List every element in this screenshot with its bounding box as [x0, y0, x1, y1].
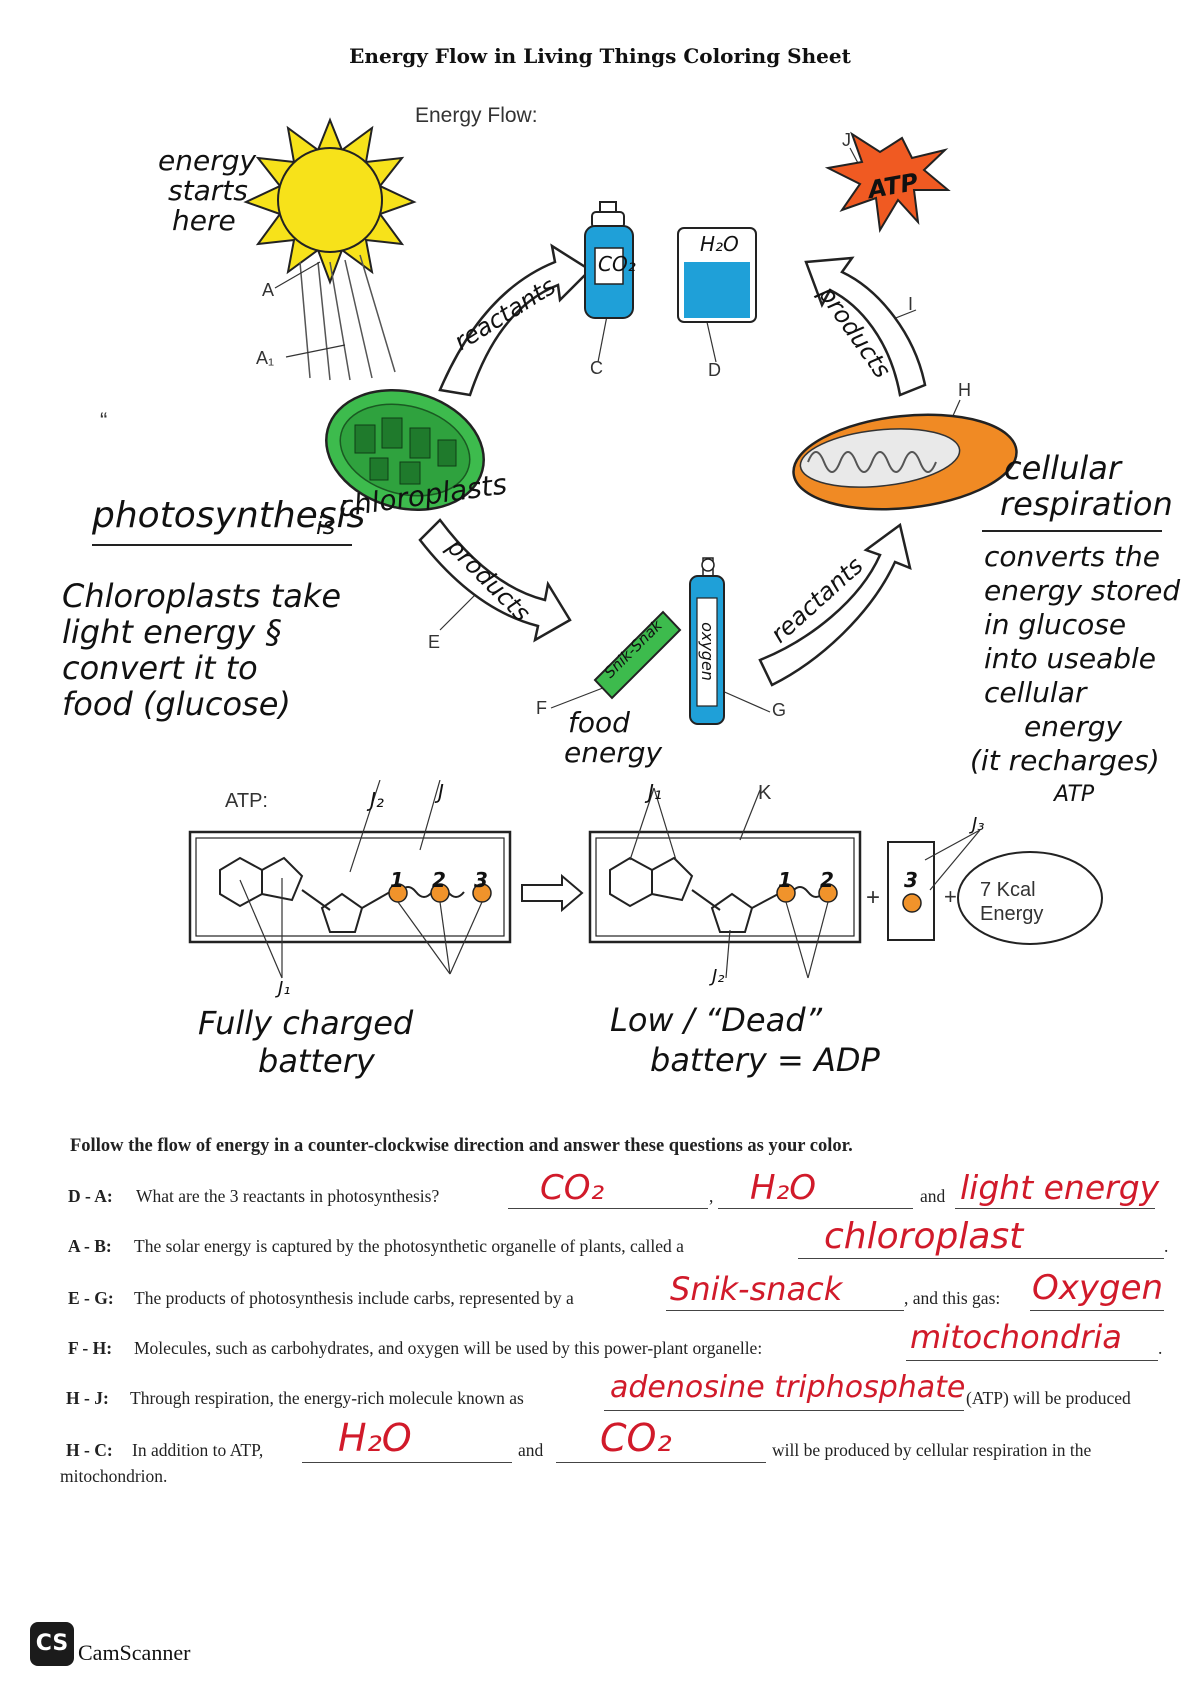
label-e: E	[428, 632, 441, 652]
answer-product-2[interactable]: CO₂	[600, 1416, 672, 1460]
energy-flow-diagram	[243, 117, 1018, 725]
food-energy-note: food energy	[564, 706, 663, 769]
energy-label: 7 Kcal Energy	[980, 879, 1044, 925]
label-j-top: J	[842, 130, 851, 150]
respiration-underline	[982, 530, 1162, 532]
energy-flow-label: Energy Flow:	[415, 104, 538, 127]
h2o-beaker-icon	[677, 227, 757, 323]
page-title: Energy Flow in Living Things Coloring Sh…	[349, 44, 851, 68]
chloroplast-icon	[325, 389, 485, 511]
photosynthesis-underline	[92, 544, 352, 546]
answer-organelle[interactable]: chloroplast	[824, 1216, 1024, 1257]
co2-label: CO₂	[598, 252, 636, 276]
low-battery-note: Low / “Dead” battery = ADP	[610, 1001, 880, 1079]
photosynthesis-description: Chloroplasts take light energy § convert…	[62, 577, 342, 723]
label-g: G	[772, 700, 787, 720]
atp-adp-diagram	[188, 780, 1103, 979]
answer-power-plant[interactable]: mitochondria	[910, 1318, 1122, 1356]
photosynthesis-note: photosynthesis	[92, 495, 366, 536]
label-j1-bottom: J₁	[278, 978, 291, 999]
label-j1-top: J₁	[648, 780, 662, 804]
is-note: is	[316, 512, 336, 540]
stray-mark: “	[100, 408, 108, 433]
answer-reactant-2[interactable]: H₂O	[750, 1168, 816, 1208]
oxygen-tank-icon	[689, 557, 725, 725]
instructions: Follow the flow of energy in a counter-c…	[70, 1136, 853, 1156]
full-battery-note: Fully charged battery	[198, 1004, 414, 1080]
label-a: A	[262, 280, 275, 300]
energy-ellipse	[957, 851, 1103, 945]
oxygen-label: oxygen	[697, 622, 717, 681]
phosphate-icon	[902, 893, 922, 913]
adp-box	[588, 830, 862, 944]
answer-reactant-3[interactable]: light energy	[960, 1168, 1160, 1207]
label-j3: J₃	[972, 814, 985, 835]
conversion-arrow-icon	[521, 873, 584, 913]
label-a1: A₁	[256, 348, 275, 368]
camscanner-logo-icon: CS	[30, 1622, 74, 1666]
camscanner-brand: CamScanner	[78, 1640, 191, 1665]
answer-reactant-1[interactable]: CO₂	[540, 1168, 605, 1208]
label-j: J	[438, 780, 444, 804]
label-c: C	[590, 358, 603, 378]
sun-note: energy starts here	[158, 144, 257, 237]
plus-sign: +	[866, 884, 881, 911]
answer-atp[interactable]: adenosine triphosphate	[610, 1370, 966, 1405]
respiration-heading: cellular respiration	[1000, 449, 1173, 523]
label-h: H	[958, 380, 971, 400]
products-arrow-top	[804, 256, 927, 397]
products-arrow-left	[418, 518, 572, 643]
label-j2-bottom: J₂	[712, 966, 725, 987]
answer-carbs[interactable]: Snik-snack	[670, 1270, 843, 1308]
label-f: F	[536, 698, 547, 718]
h2o-label: H₂O	[700, 232, 739, 256]
co2-canister-icon	[584, 201, 634, 319]
label-d: D	[708, 360, 721, 380]
phosphate-box	[887, 841, 935, 941]
atp-label: ATP:	[225, 790, 268, 812]
label-i: I	[908, 294, 914, 314]
answer-gas[interactable]: Oxygen	[1032, 1268, 1164, 1308]
atp-box	[188, 830, 512, 944]
sun-icon	[243, 117, 417, 381]
label-j2: J₂	[370, 788, 384, 812]
reactants-arrow-right	[758, 522, 912, 687]
plus-sign-energy: +	[944, 884, 957, 909]
atp-burst-icon	[824, 131, 951, 233]
snack-bar-icon	[593, 610, 682, 700]
mitochondrion-icon	[792, 413, 1018, 511]
label-k: K	[758, 782, 772, 804]
respiration-description: converts the energy stored in glucose in…	[970, 540, 1181, 807]
answer-product-1[interactable]: H₂O	[338, 1416, 412, 1460]
